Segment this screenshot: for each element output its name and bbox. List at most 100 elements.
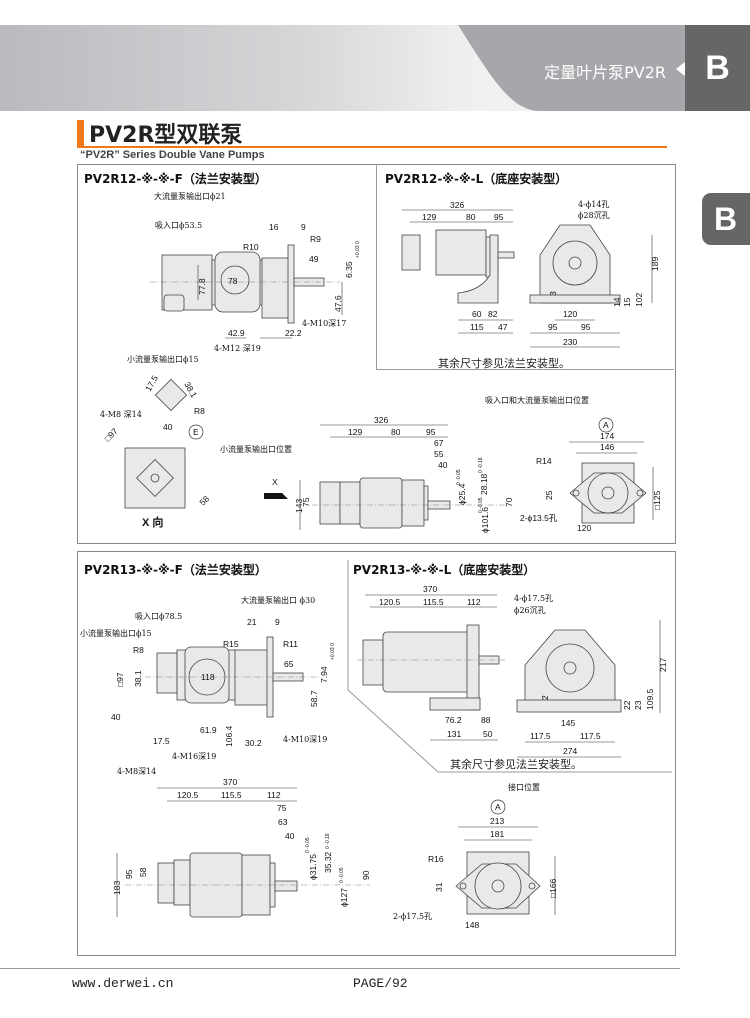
drawing-shape [572,489,580,497]
dim-13-38-1: 38.1 [133,670,143,687]
panel-divider-horizontal [376,369,674,370]
dim-13s-75: 75 [277,803,287,813]
dim-15: 15 [622,297,632,307]
dim-13l-115-5: 115.5 [423,597,444,607]
drawing-shape [601,486,615,500]
dim-47: 47 [498,322,508,332]
drawing-shape [528,882,536,890]
dim-13-17-5: 17.5 [153,736,170,746]
dim-13s-35-32: 35.32 [323,851,333,873]
callout-13-port-position: 接口位置 [508,782,540,792]
callout-13-m8: 4-M8深14 [117,767,156,776]
dim-13l-109-5: 109.5 [645,688,655,710]
drawing-shape [347,560,672,773]
dim-60: 60 [472,309,482,319]
dim-13s-d31-75: ϕ31.75 [308,854,318,880]
mount-flange [287,244,295,324]
footer-website[interactable]: www.derwei.cn [72,976,174,991]
panel-title-pv2r12-f: PV2R12-※-※-F（法兰安装型） [84,172,267,186]
dim-102: 102 [634,293,644,307]
panel-title-pv2r13-l: PV2R13-※-※-L（底座安装型） [353,563,536,577]
callout-m10: 4-M10深17 [302,319,346,328]
dim-13s-58: 58 [138,867,148,877]
dim-13-65: 65 [284,659,294,669]
drawing-shape [423,485,429,521]
dim-13s-90: 90 [361,870,371,880]
drawing-pv2r12-front: 吸入口和大流量泵输出口位置 A 174 146 R14 25 □125 2-ϕ1… [485,395,662,533]
dim-13-58-7: 58.7 [309,690,319,707]
dim-6-35: 6.35 [344,261,354,278]
drawing-shape [563,661,577,675]
drawing-shape [173,859,191,906]
dim-42-9: 42.9 [228,328,245,338]
footer-page-number: PAGE/92 [353,976,408,991]
dim-13f-148: 148 [465,920,479,930]
drawing-shape [636,489,644,497]
drawing-pv2r13-front: 接口位置 A 213 181 R16 31 □166 2-ϕ17.5孔 148 [393,782,558,930]
dim-58: 58 [197,493,211,507]
dim-146: 146 [600,442,614,452]
dim-13s-35-32-tol: 0 -0.18 [325,833,331,849]
drawing-pv2r12-foot: 326 129 80 95 60 82 115 47 4-ϕ14孔 ϕ28沉孔 … [401,200,660,348]
dim-13-21: 21 [247,617,257,627]
dim-13l-274: 274 [563,746,577,756]
dim-side-143: 143 [294,499,304,513]
13-small-end [156,652,178,694]
13l-body [382,631,474,693]
drawing-shape [458,25,750,111]
dim-326: 326 [450,200,464,210]
dim-13-square-97: □97 [115,672,125,687]
dim-14: 14 [612,297,622,307]
dim-r8: R8 [194,406,205,416]
x-arrow-label: X [272,477,278,487]
x-view-label: X 向 [142,515,163,529]
suction-port [220,265,250,295]
dim-13l-88: 88 [481,715,491,725]
dim-129: 129 [422,212,436,222]
panel-title-pv2r12-l: PV2R12-※-※-L（底座安装型） [385,172,568,186]
dim-side-28-18-tol: 0 -0.18 [478,457,484,473]
dim-side-55: 55 [434,449,444,459]
dim-13f-31: 31 [434,882,444,892]
dim-13s-95: 95 [124,869,134,879]
dim-9: 9 [301,222,306,232]
dim-side-d25-4: ϕ25.4 [457,483,467,505]
end-cover [401,234,421,271]
small-outlet-flange [163,294,185,312]
dim-40: 40 [163,422,173,432]
drawing-shape [516,699,622,713]
drawing-shape [568,256,582,270]
drawing-shape [676,61,686,77]
callout-m12: 4-M12 深19 [214,344,261,353]
13l-base [429,697,481,711]
large-pump-body [261,257,293,319]
dim-80: 80 [466,212,476,222]
dim-16: 16 [269,222,279,232]
section-subtitle: “PV2R” Series Double Vane Pumps [80,149,265,161]
dim-115: 115 [470,322,484,332]
section-accent-bar [77,120,84,146]
side-chapter-tab[interactable]: B [702,193,750,245]
dim-95: 95 [494,212,504,222]
dim-13-7-94-tol: +0.03 0 [330,643,336,660]
dim-13f-2-hole: 2-ϕ17.5孔 [393,912,432,921]
marker-13-a: A [495,802,501,812]
dim-13l-131: 131 [447,729,461,739]
dim-13-40: 40 [111,712,121,722]
dim-side-70: 70 [504,497,514,507]
dim-13l-76-2: 76.2 [445,715,462,725]
dim-13s-d31-75-tol: 0 -0.05 [305,837,311,853]
dim-13-30-2: 30.2 [245,738,262,748]
dim-17-5: 17.5 [143,373,160,393]
dim-13s-115-5: 115.5 [221,790,242,800]
drawing-shape [491,879,505,893]
note-pv2r12-l: 其余尺寸参见法兰安装型。 [438,357,570,370]
panel-title-pv2r13-f: PV2R13-※-※-F（法兰安装型） [84,563,267,577]
13l-end [362,639,384,686]
pv2r13-l-outline [347,560,672,773]
side-end-cover [319,481,341,525]
dim-13-61-9: 61.9 [200,725,217,735]
callout-large-outlet: 大流量泵输出口ϕ21 [154,191,226,201]
dim-13s-370: 370 [223,777,237,787]
dim-side-80: 80 [391,427,401,437]
